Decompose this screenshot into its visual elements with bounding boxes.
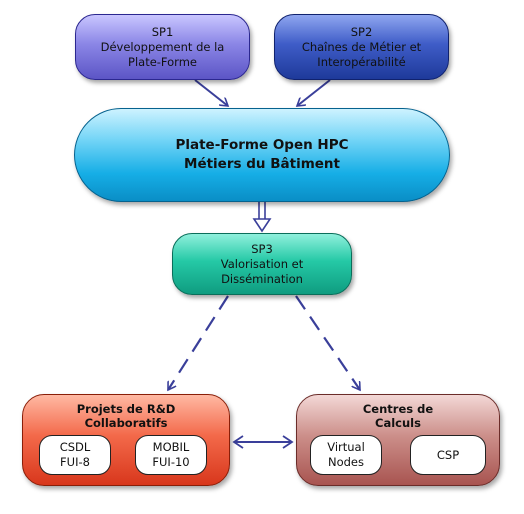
sp1-title-line2: Plate-Forme xyxy=(128,54,197,69)
platform-title-line2: Métiers du Bâtiment xyxy=(184,156,340,172)
projects-title-line1: Projets de R&D xyxy=(76,402,176,416)
platform-title-line1: Plate-Forme Open HPC xyxy=(175,137,349,153)
center-virtual-line1: Virtual xyxy=(327,440,365,454)
sp3-title-line1: Valorisation et xyxy=(220,256,304,271)
projects-title-line2: Collaboratifs xyxy=(84,416,168,430)
project-mobil: MOBIL FUI-10 xyxy=(135,435,207,475)
arrow-sp1-to-platform xyxy=(194,79,228,106)
center-virtual-nodes: Virtual Nodes xyxy=(310,435,382,475)
project-csdl-code: FUI-8 xyxy=(60,455,90,469)
arrow-sp2-to-platform xyxy=(297,79,331,106)
centers-title-line1: Centres de xyxy=(362,402,434,416)
sp1-box: SP1 Développement de la Plate-Forme xyxy=(75,14,250,80)
sp2-label: SP2 xyxy=(350,24,373,39)
project-csdl-name: CSDL xyxy=(59,440,91,454)
project-csdl: CSDL FUI-8 xyxy=(39,435,111,475)
centers-group: Centres de Calculs Virtual Nodes CSP xyxy=(296,394,500,486)
centers-title-line2: Calculs xyxy=(375,416,421,430)
projects-group: Projets de R&D Collaboratifs CSDL FUI-8 … xyxy=(22,394,230,486)
arrow-platform-to-sp3 xyxy=(252,202,272,233)
center-csp-name: CSP xyxy=(436,447,460,462)
project-mobil-code: FUI-10 xyxy=(152,455,190,469)
platform-box: Plate-Forme Open HPC Métiers du Bâtiment xyxy=(74,108,450,202)
projects-title: Projets de R&D Collaboratifs xyxy=(23,402,229,430)
double-arrow-projects-centers xyxy=(232,435,294,449)
dashed-arrow-sp3-to-projects xyxy=(167,295,229,390)
sp1-label: SP1 xyxy=(151,24,174,39)
dashed-arrow-sp3-to-centers xyxy=(295,295,361,390)
sp1-title-line1: Développement de la xyxy=(100,39,225,54)
sp2-title-line2: Interopérabilité xyxy=(317,54,406,69)
center-csp: CSP xyxy=(410,435,486,475)
sp3-label: SP3 xyxy=(251,241,273,256)
centers-title: Centres de Calculs xyxy=(297,402,499,430)
sp2-title-line1: Chaînes de Métier et xyxy=(301,39,422,54)
center-virtual-line2: Nodes xyxy=(327,455,364,469)
sp2-box: SP2 Chaînes de Métier et Interopérabilit… xyxy=(274,14,449,80)
project-mobil-name: MOBIL xyxy=(152,440,190,454)
sp3-title-line2: Dissémination xyxy=(221,271,303,286)
sp3-box: SP3 Valorisation et Dissémination xyxy=(172,233,352,295)
